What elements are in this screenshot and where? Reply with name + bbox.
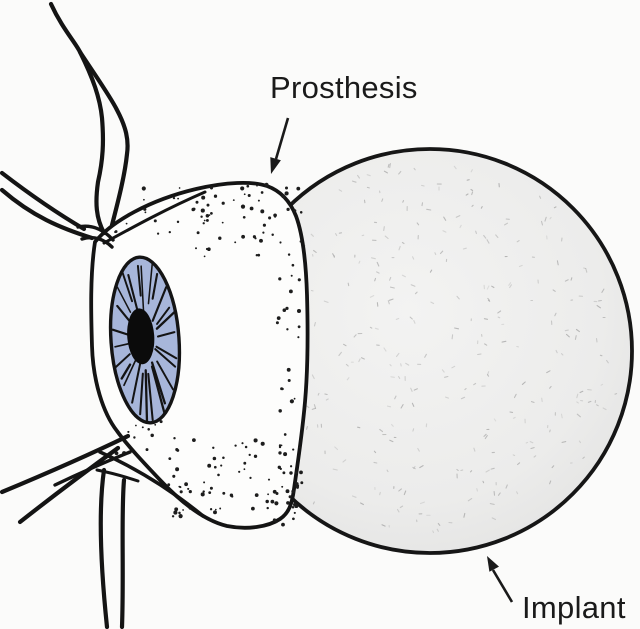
pupil	[127, 308, 155, 365]
iris	[108, 255, 182, 425]
implant-label: Implant	[522, 590, 626, 625]
stipple-dots	[114, 182, 304, 527]
iris-rays	[111, 263, 178, 423]
implant-arrow	[487, 556, 514, 603]
prosthesis-arrow	[270, 117, 290, 174]
tissue-lines	[0, 1, 207, 629]
prosthesis-label: Prosthesis	[270, 70, 418, 105]
